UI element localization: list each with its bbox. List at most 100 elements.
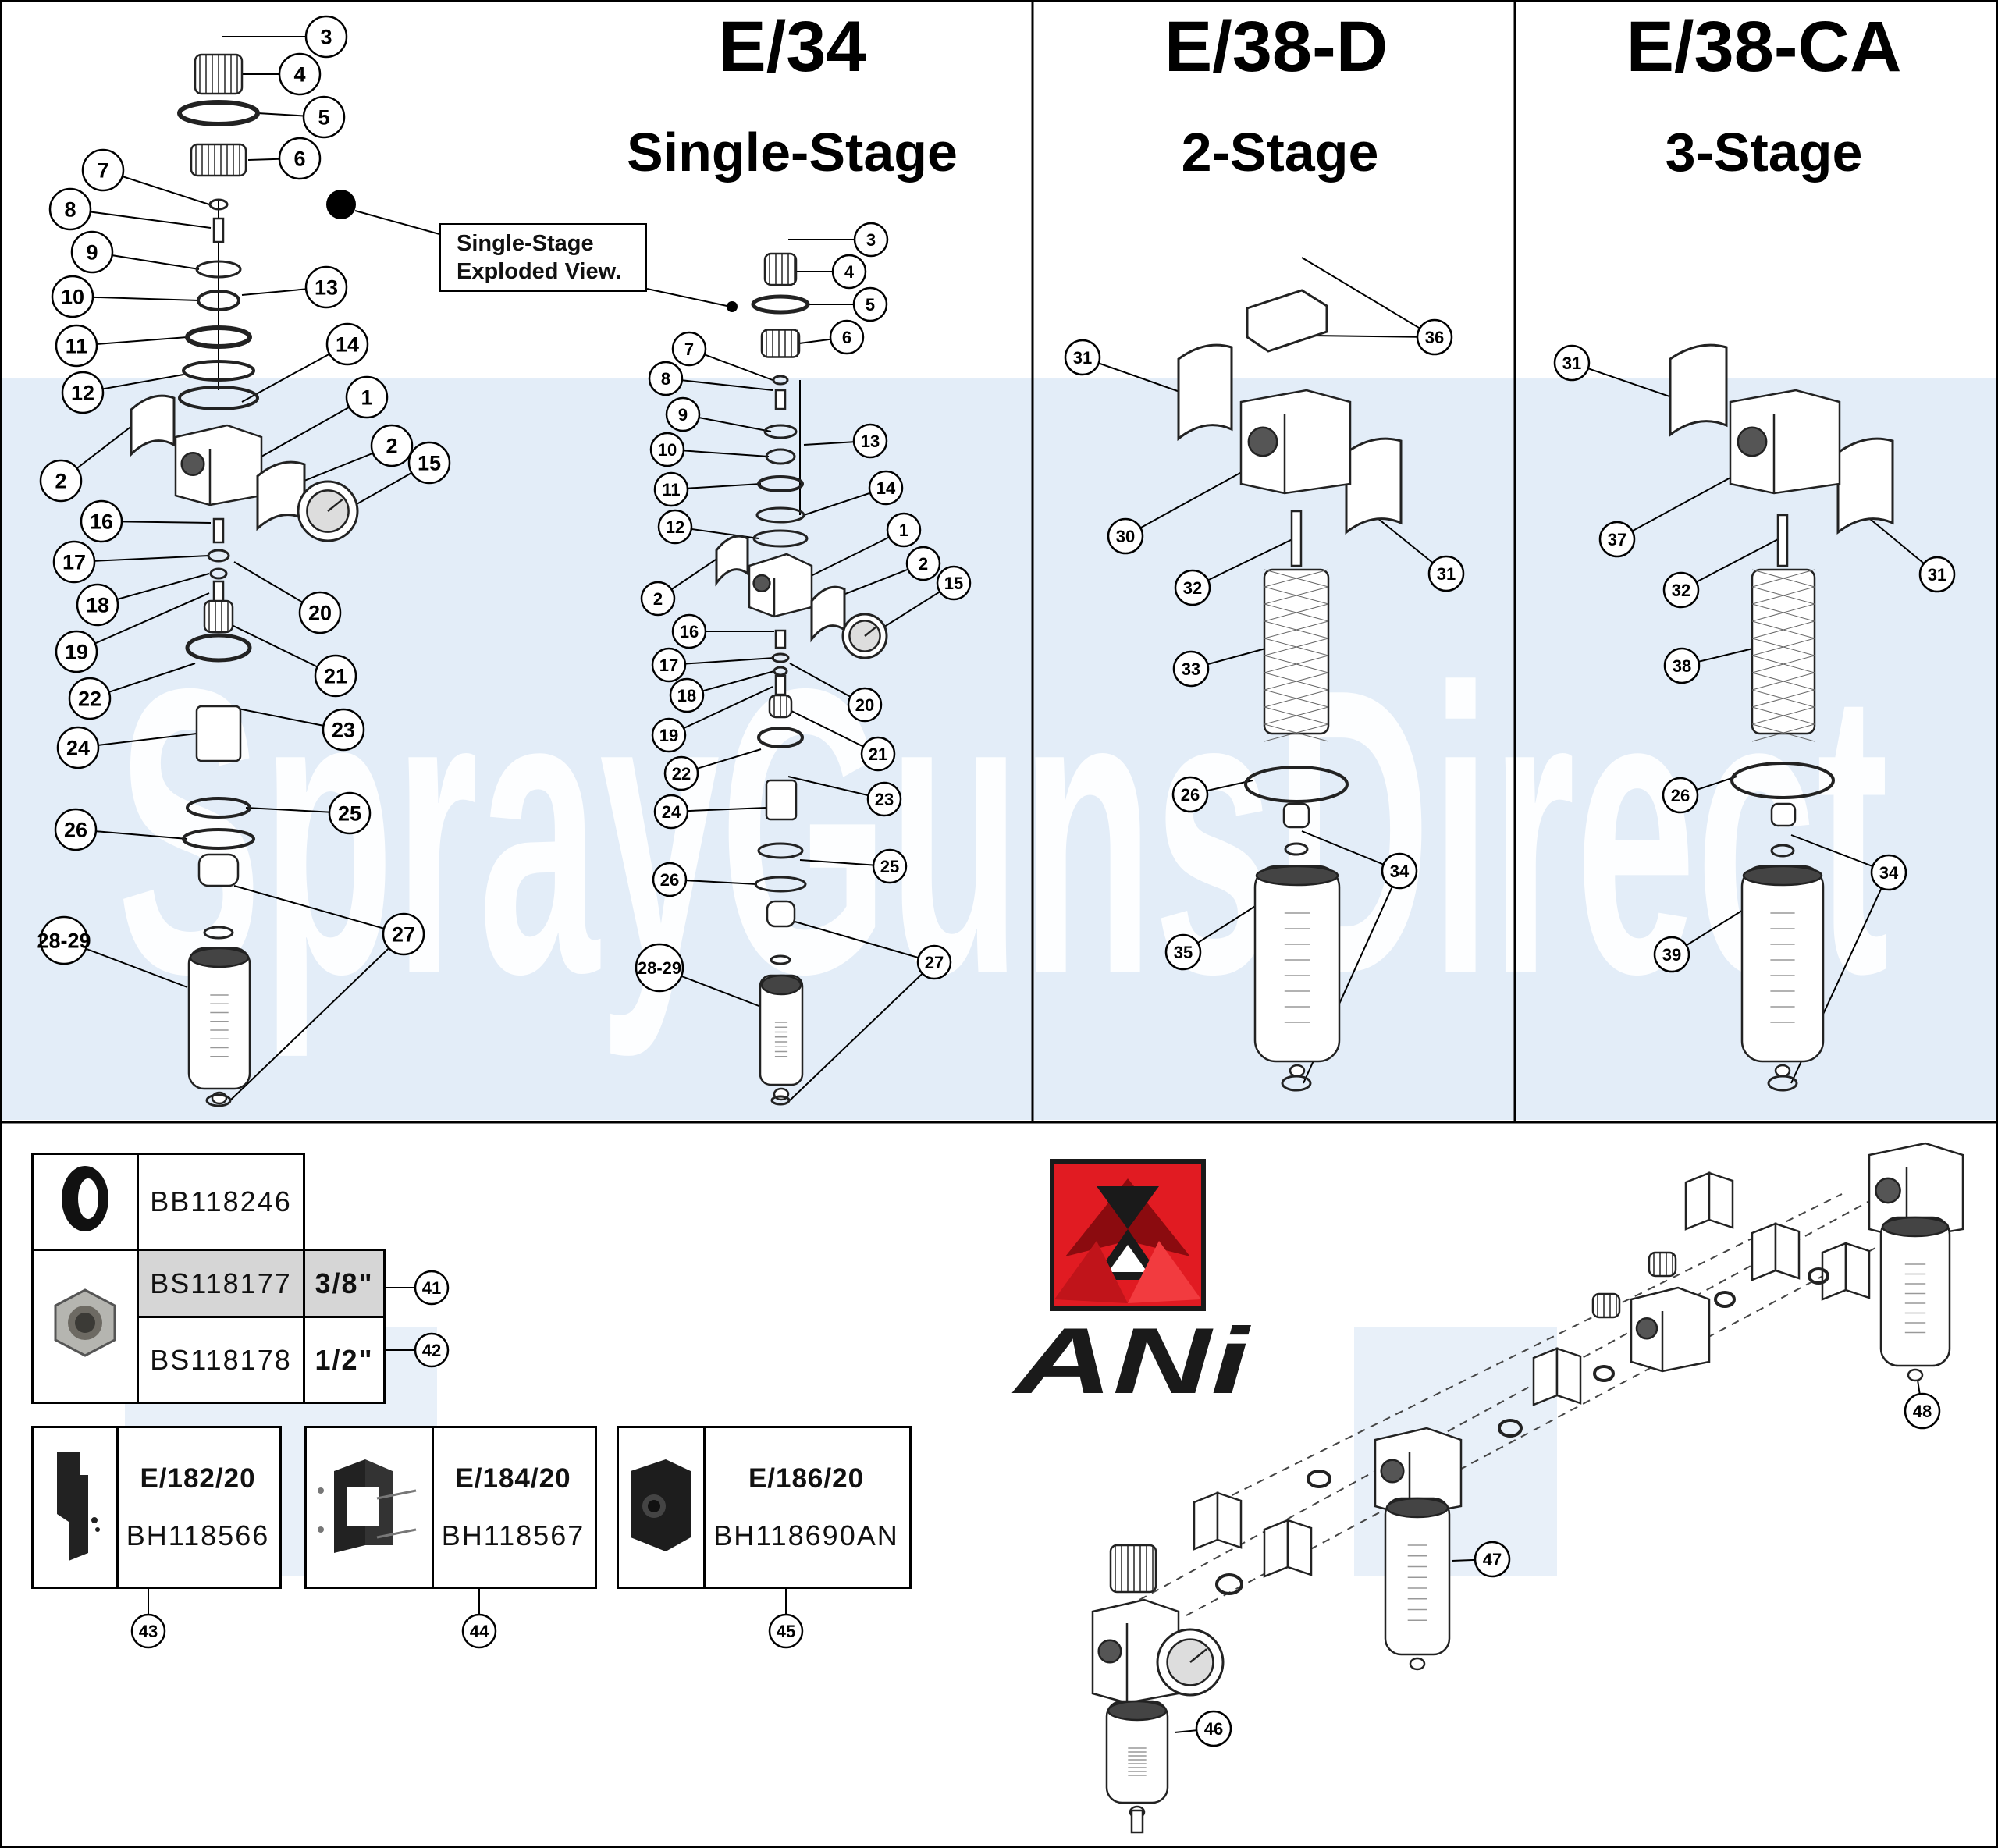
adjust-knob xyxy=(763,252,798,286)
hex-reducer-image xyxy=(54,1288,116,1357)
e34-right-ref-1: 1 xyxy=(886,512,922,548)
tie-rod xyxy=(1776,514,1789,567)
callout-circle xyxy=(768,1613,804,1649)
gasket-plate xyxy=(1177,343,1233,442)
callout-circle xyxy=(669,677,705,713)
ring-part xyxy=(1808,1267,1829,1285)
e34-right-ref-17: 17 xyxy=(651,647,687,683)
callout-number: 16 xyxy=(680,622,699,641)
callout-circle xyxy=(635,943,684,993)
callout-circle xyxy=(1107,517,1144,555)
callout-number: 4 xyxy=(844,262,855,282)
callout-number: 39 xyxy=(1662,945,1681,965)
callout-number: 48 xyxy=(1913,1402,1932,1421)
e34-left-ref-25: 25 xyxy=(328,791,372,835)
callout-circle xyxy=(866,781,902,817)
thumb-e184 xyxy=(307,1428,434,1587)
tie-rod xyxy=(212,517,225,544)
e34-right-ref-25: 25 xyxy=(872,848,908,884)
callout-number: 31 xyxy=(1437,564,1456,584)
watermark-text: SprayGunsDirect xyxy=(117,605,1889,1061)
gasket-plate xyxy=(1345,437,1403,535)
callout-number: 2 xyxy=(919,554,928,574)
callout-circle xyxy=(1172,650,1210,688)
callout-dot-large xyxy=(326,190,356,219)
callout-number: 6 xyxy=(293,147,305,171)
callout-number: 2 xyxy=(653,589,663,609)
callout-circle xyxy=(1164,933,1202,971)
tie-rod xyxy=(774,389,787,410)
callout-number: 14 xyxy=(876,478,896,498)
leader-line xyxy=(1616,471,1741,540)
callout-circle xyxy=(653,471,689,507)
e34-left-ref-22: 22 xyxy=(68,677,112,720)
e38d-ref-26: 26 xyxy=(1171,776,1209,813)
ring-part xyxy=(1767,1075,1798,1092)
callout-circle xyxy=(1064,339,1101,376)
e38d-ref-35: 35 xyxy=(1164,933,1202,971)
assembly-ref-47: 47 xyxy=(1474,1541,1511,1578)
callout-number: 8 xyxy=(64,198,76,222)
ring-part xyxy=(1714,1291,1736,1308)
e34-right-ref-3: 3 xyxy=(853,222,889,258)
callout-circle xyxy=(52,540,96,584)
e34-left-ref-15: 15 xyxy=(407,441,451,485)
ring-part xyxy=(1593,1365,1615,1382)
leader-line xyxy=(233,885,404,935)
callout-circle xyxy=(1171,776,1209,813)
callout-number: 22 xyxy=(78,688,101,711)
callout-number: 33 xyxy=(1182,659,1200,679)
callout-number: 20 xyxy=(308,602,332,625)
callout-circle xyxy=(1195,1710,1232,1747)
ring-part xyxy=(757,727,804,748)
adjust-knob xyxy=(1109,1544,1157,1594)
callout-number: 41 xyxy=(422,1278,441,1298)
gasket-plate xyxy=(715,535,749,587)
callout-number: 23 xyxy=(875,790,894,809)
callout-number: 9 xyxy=(86,241,98,265)
callout-number: 15 xyxy=(944,574,963,593)
ring-part xyxy=(1498,1419,1523,1438)
e38d-ref-32: 32 xyxy=(1174,569,1211,606)
callout-number: 24 xyxy=(66,737,90,760)
callout-circle xyxy=(382,912,425,956)
leader-line xyxy=(1125,467,1250,537)
callout-circle xyxy=(39,915,89,965)
callout-circle xyxy=(653,794,689,830)
callout-number: 42 xyxy=(422,1341,441,1360)
callout-circle xyxy=(61,371,105,414)
leader-line xyxy=(668,657,775,666)
callout-circle xyxy=(663,755,699,791)
thumb-cell-ring xyxy=(31,1153,139,1251)
e34-right-ref-4: 4 xyxy=(831,254,867,290)
thumb-e186 xyxy=(619,1428,706,1587)
e34-left-ref-18: 18 xyxy=(76,583,119,627)
assembly-ref-46: 46 xyxy=(1195,1710,1232,1747)
callout-circle xyxy=(671,331,707,367)
e34-left-ref-11: 11 xyxy=(55,324,98,368)
connector-bracket xyxy=(1193,1491,1243,1551)
block-bracket-image xyxy=(631,1459,691,1551)
callout-circle xyxy=(640,581,676,617)
e34-left-ref-6: 6 xyxy=(278,137,322,180)
callout-number: 5 xyxy=(318,106,329,130)
ring-part xyxy=(186,797,251,819)
callout-number: 3 xyxy=(866,230,876,250)
callout-number: 26 xyxy=(1181,785,1200,805)
ring-part xyxy=(1284,842,1309,856)
e34-right-ref-11: 11 xyxy=(653,471,689,507)
filter-cartridge xyxy=(1263,568,1330,742)
callout-number: 20 xyxy=(855,695,874,715)
callout-circle xyxy=(302,95,346,139)
ring-part xyxy=(770,954,791,965)
connector-bracket xyxy=(1532,1347,1582,1406)
callout-circle xyxy=(852,286,888,322)
callout-circle xyxy=(1653,936,1690,973)
size-41: 3/8" xyxy=(303,1249,386,1318)
filter-head-3stage xyxy=(1729,389,1841,495)
leader-line xyxy=(1082,357,1187,395)
callout-number: 27 xyxy=(925,953,944,972)
bowl-e38ca xyxy=(1740,865,1825,1078)
bracket-e182: E/182/20 BH118566 xyxy=(31,1426,282,1589)
